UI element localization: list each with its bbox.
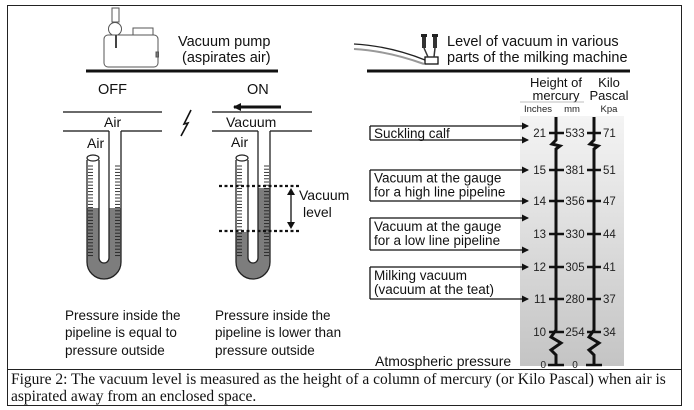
range-label-line: (vacuum at the teat) — [374, 282, 494, 297]
scale-axes — [548, 117, 602, 367]
unit-mm: mm — [564, 104, 580, 115]
off-pipe-label: Air — [104, 114, 121, 130]
scale-inches-value: 15 — [533, 165, 546, 177]
kpa-header-line2: Pascal — [589, 88, 628, 103]
vacuum-level-label-line2: level — [303, 204, 332, 220]
scale-inches-value: 21 — [533, 128, 546, 140]
scale-mm-value: 381 — [565, 165, 584, 177]
off-manometer — [63, 111, 162, 280]
on-description-line3: pressure outside — [215, 343, 315, 358]
scale-kpa-value: 47 — [603, 196, 616, 208]
caption-divider — [7, 369, 682, 370]
scale-kpa-value: 51 — [603, 165, 616, 177]
break-symbol-icon — [180, 109, 192, 137]
scale-mm-value: 533 — [565, 128, 584, 140]
scale-inches-value: 13 — [533, 229, 546, 241]
milking-cluster-icon — [353, 34, 439, 65]
mercury-header-line1: Height of — [530, 75, 582, 90]
scale-inches-value: 12 — [533, 262, 546, 274]
range-label-line: for a high line pipeline — [374, 185, 505, 200]
range-label-line: Vacuum at the gauge — [374, 219, 501, 234]
scale-kpa-value: 44 — [603, 229, 616, 241]
on-pipe-label: Vacuum — [226, 114, 276, 130]
mercury-header-line2: mercury — [533, 88, 580, 103]
scale-inches-value: 10 — [533, 327, 546, 339]
vacuum-pump-icon — [103, 7, 159, 68]
range-box: Suckling calf — [369, 122, 529, 144]
range-label-line: Milking vacuum — [374, 268, 467, 283]
scale-kpa-value: 37 — [603, 294, 616, 306]
range-label-line: for a low line pipeline — [374, 233, 500, 248]
scale-mm-value: 305 — [565, 262, 584, 274]
off-scale-ticks — [88, 165, 120, 257]
on-label: ON — [247, 82, 269, 98]
scale-rows: 21 533 71 15 381 51 14 356 47 13 330 44 12 305 41 11 280… — [533, 128, 616, 371]
atmospheric-pressure-label: Atmospheric pressure — [375, 353, 511, 369]
off-description-line1: Pressure inside the — [65, 308, 181, 323]
off-label: OFF — [98, 82, 127, 98]
scale-kpa-value: 34 — [603, 327, 616, 339]
figure-caption: Figure 2: The vacuum level is measured a… — [11, 371, 666, 405]
figure-frame — [7, 5, 682, 406]
scale-background — [520, 116, 624, 366]
on-tube-label: Air — [231, 134, 248, 150]
on-description-line2: pipeline is lower than — [215, 325, 341, 340]
kpa-header-line1: Kilo — [598, 75, 620, 90]
off-description-line3: pressure outside — [65, 343, 165, 358]
on-manometer — [212, 103, 312, 280]
scale-mm-value: 0 — [572, 360, 578, 371]
milking-title-line1: Level of vacuum in various — [447, 34, 619, 50]
scale-mm-value: 356 — [565, 196, 584, 208]
off-description-line2: pipeline is equal to — [65, 325, 177, 340]
pump-title-line1: Vacuum pump — [178, 34, 270, 50]
scale-mm-value: 280 — [565, 294, 584, 306]
milking-title-line2: parts of the milking machine — [447, 50, 628, 66]
range-label-line: Vacuum at the gauge — [374, 171, 501, 186]
scale-inches-value: 0 — [540, 360, 546, 371]
scale-inches-value: 11 — [534, 294, 546, 306]
scale-kpa-value: 71 — [603, 128, 616, 140]
scale-mm-value: 254 — [565, 327, 585, 339]
scale-kpa-value: 41 — [603, 262, 616, 274]
off-tube-label: Air — [87, 135, 104, 151]
pump-title-line2: (aspirates air) — [182, 50, 271, 66]
range-box: Milking vacuum(vacuum at the teat) — [369, 263, 529, 303]
unit-kpa: Kpa — [601, 104, 619, 115]
vacuum-level-label-line1: Vacuum — [299, 187, 349, 203]
on-description-line1: Pressure inside the — [215, 308, 331, 323]
unit-inches: Inches — [524, 104, 552, 115]
scale-inches-value: 14 — [533, 196, 546, 208]
range-label-line: Suckling calf — [374, 126, 450, 141]
scale-mm-value: 330 — [565, 229, 584, 241]
